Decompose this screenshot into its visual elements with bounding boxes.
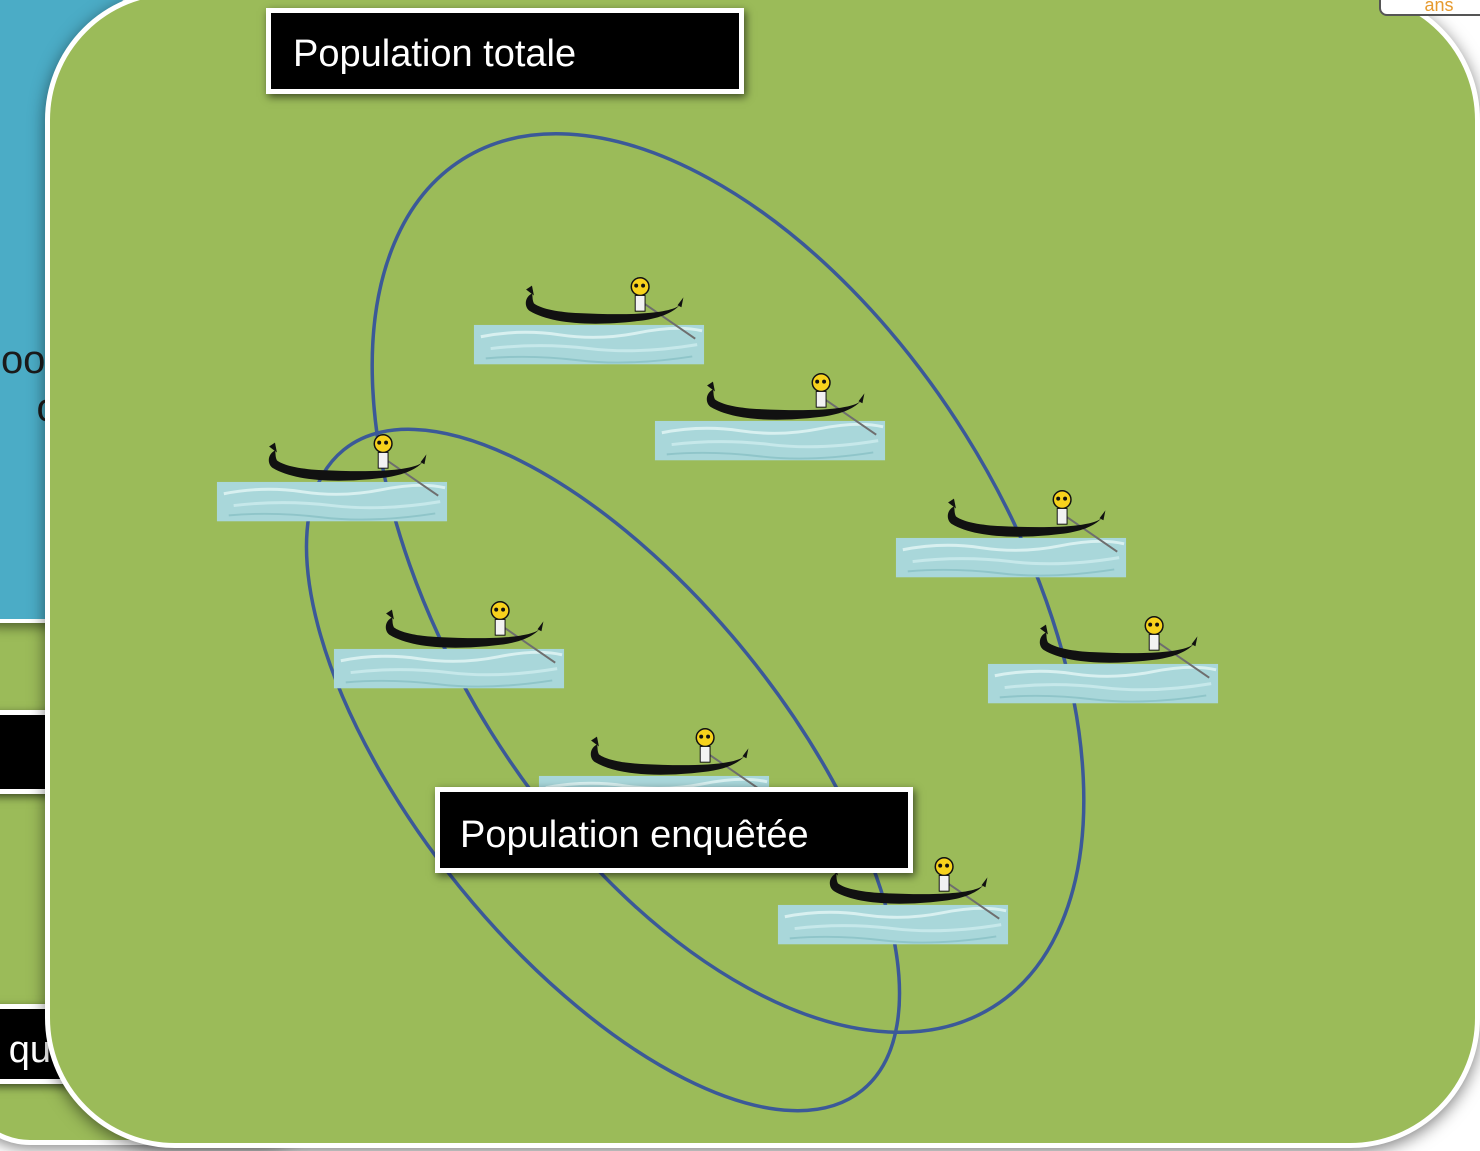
surveyed-population-label: Population enquêtée xyxy=(435,787,913,873)
corner-badge: ans xyxy=(1379,0,1480,16)
gondola-icon xyxy=(653,373,887,462)
surveyed-population-ellipse xyxy=(304,427,902,1113)
population-panel xyxy=(45,0,1480,1148)
gondola-icon xyxy=(986,616,1220,705)
gondola-icon xyxy=(215,434,449,523)
gondola-icon xyxy=(332,601,566,690)
total-population-ellipse xyxy=(370,132,1086,1034)
gondola-icon xyxy=(472,277,706,366)
gondola-icon xyxy=(894,490,1128,579)
total-population-label: Population totale xyxy=(266,8,744,94)
